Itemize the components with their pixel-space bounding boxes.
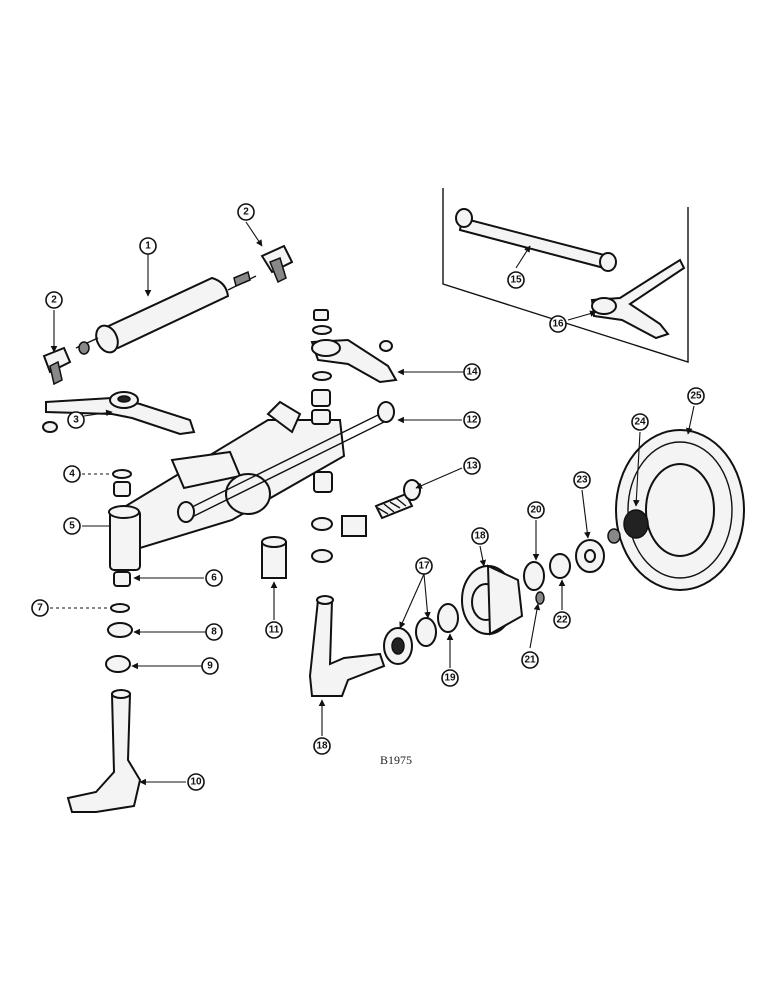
callout-6: 6	[205, 569, 223, 587]
tie-rod	[177, 401, 395, 523]
callout-label: 7	[37, 603, 43, 614]
callout-2-left: 2	[45, 291, 63, 309]
figure-code: B1975	[380, 753, 412, 767]
front-axle-beam	[108, 400, 346, 571]
callout-label: 25	[690, 391, 702, 402]
cylinder-end-fitting-right	[260, 244, 294, 284]
callout-label: 23	[576, 475, 588, 486]
callout-22: 22	[553, 611, 571, 629]
inset-steering-arm	[590, 258, 686, 340]
kingpin-bushing	[261, 515, 367, 579]
callout-label: 16	[552, 319, 564, 330]
spindle-right	[308, 595, 386, 697]
callout-label: 15	[510, 275, 522, 286]
callout-15: 15	[507, 271, 525, 289]
callout-3: 3	[67, 411, 85, 429]
callout-2-right: 2	[237, 203, 255, 221]
callout-label: 10	[190, 777, 202, 788]
front-wheel	[607, 429, 745, 591]
outer-bearing-set	[523, 553, 571, 605]
spindle-left	[66, 689, 142, 813]
callout-label: 13	[466, 461, 478, 472]
callout-label: 5	[69, 521, 75, 532]
callout-19: 19	[441, 669, 459, 687]
callout-label: 21	[524, 655, 536, 666]
callout-25: 25	[687, 387, 705, 405]
callout-label: 18	[474, 531, 486, 542]
callout-label: 2	[51, 295, 57, 306]
callout-5: 5	[63, 517, 81, 535]
inner-bearing-set	[383, 603, 459, 665]
callout-label: 8	[211, 627, 217, 638]
callout-18: 18	[471, 527, 489, 545]
wheel-washer	[575, 539, 605, 573]
leader-lines	[50, 221, 695, 786]
callout-label: 1	[145, 241, 151, 252]
callout-7: 7	[31, 599, 49, 617]
callout-label: 18	[316, 741, 328, 752]
steering-arm-left	[42, 391, 196, 436]
callout-8: 8	[205, 623, 223, 641]
callout-label: 14	[466, 367, 478, 378]
callout-16: 16	[549, 315, 567, 333]
callout-21: 21	[521, 651, 539, 669]
callout-label: 19	[444, 673, 456, 684]
callout-24: 24	[631, 413, 649, 431]
callout-9: 9	[201, 657, 219, 675]
steering-cylinder	[75, 270, 257, 355]
callout-1: 1	[139, 237, 157, 255]
callout-11: 11	[265, 621, 283, 639]
inset-tie-rod	[455, 208, 617, 272]
tie-rod-end	[374, 479, 421, 520]
callout-label: 24	[634, 417, 646, 428]
callout-label: 12	[466, 415, 478, 426]
cylinder-end-fitting-left	[42, 346, 72, 386]
callout-14: 14	[463, 363, 481, 381]
wheel-hub	[461, 564, 524, 636]
callout-label: 6	[211, 573, 217, 584]
callout-10: 10	[187, 773, 205, 791]
callout-label: 20	[530, 505, 542, 516]
callout-label: 11	[269, 625, 280, 636]
callout-label: 3	[73, 415, 79, 426]
callout-17: 17	[415, 557, 433, 575]
callout-20: 20	[527, 501, 545, 519]
kingpin-hardware-left	[105, 469, 133, 673]
steering-arm-right	[310, 338, 398, 384]
callout-label: 4	[69, 469, 75, 480]
callout-label: 2	[243, 207, 249, 218]
callout-23: 23	[573, 471, 591, 489]
callout-label: 17	[418, 561, 430, 572]
callout-12: 12	[463, 411, 481, 429]
callout-18-spindle: 18	[313, 737, 331, 755]
callout-label: 9	[207, 661, 213, 672]
callout-13: 13	[463, 457, 481, 475]
callout-4: 4	[63, 465, 81, 483]
kingpin-hardware-right	[311, 309, 333, 563]
callout-label: 22	[556, 615, 568, 626]
